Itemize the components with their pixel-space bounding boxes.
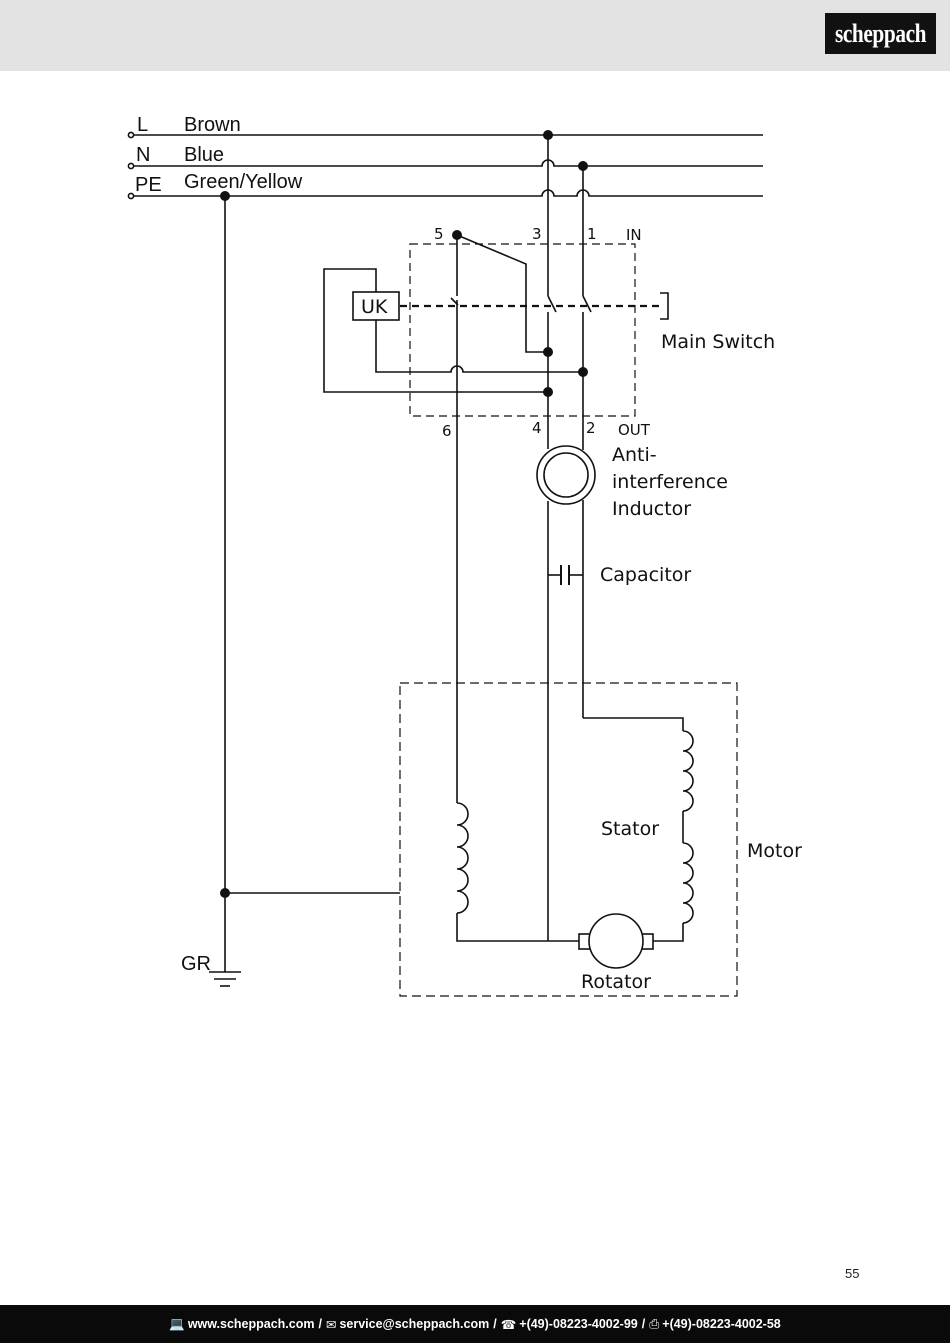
envelope-icon: ✉	[325, 1317, 337, 1332]
line-n-code: N	[136, 144, 150, 166]
switch-contact-1	[582, 295, 592, 450]
line-l-wire	[127, 131, 763, 139]
line-pe-wire	[127, 189, 763, 200]
in-label: IN	[626, 226, 642, 244]
capacitor-symbol	[548, 565, 583, 585]
terminal-6: 6	[442, 422, 452, 440]
ground-label: GR	[181, 953, 211, 975]
footer-separator: /	[318, 1317, 322, 1331]
rotator-symbol	[578, 913, 654, 969]
fax-icon: ⎙	[649, 1316, 660, 1331]
stator-label: Stator	[601, 818, 659, 840]
scheppach-logo: scheppach	[825, 13, 936, 54]
link-wire	[456, 234, 548, 353]
rotor-right-wire	[653, 923, 684, 942]
line-l-code: L	[137, 114, 148, 136]
line-l-color: Brown	[184, 114, 241, 136]
terminal-3: 3	[532, 225, 542, 243]
footer-separator: /	[493, 1317, 497, 1331]
terminal-2: 2	[586, 419, 596, 437]
inductor-label-line-1: Anti-	[612, 444, 657, 466]
line-pe-code: PE	[135, 174, 162, 196]
junction-dots	[220, 130, 588, 898]
footer-website-link[interactable]: www.scheppach.com	[187, 1317, 315, 1331]
line-pe-color: Green/Yellow	[184, 171, 303, 193]
left-winding	[456, 802, 469, 914]
switch-actuator	[660, 292, 669, 320]
telephone-icon: ☎	[500, 1317, 517, 1332]
page-number: 55	[845, 1266, 860, 1281]
motor-label: Motor	[747, 840, 802, 862]
stator-winding-top	[682, 730, 694, 812]
footer-separator: /	[641, 1317, 646, 1331]
rotor-left-wire	[456, 913, 579, 942]
inductor-label-line-3: Inductor	[612, 498, 691, 520]
footer-fax: +(49)-08223-4002-58	[662, 1317, 781, 1331]
stator-winding-bottom	[682, 842, 694, 924]
motor-box	[399, 682, 738, 997]
terminal-1: 1	[587, 225, 597, 243]
footer-bar: 💻 www.scheppach.com / ✉ service@scheppac…	[0, 1305, 950, 1343]
switch-contact-5	[450, 235, 459, 436]
line-n-color: Blue	[184, 144, 224, 166]
ground-symbol	[209, 971, 241, 987]
inductor-symbol	[536, 445, 596, 505]
capacitor-label: Capacitor	[600, 564, 691, 586]
switch-contact-3	[547, 295, 557, 436]
uk-loop-wire	[323, 268, 548, 393]
footer-phone: +(49)-08223-4002-99	[519, 1317, 638, 1331]
inductor-label-line-2: interference	[612, 471, 728, 493]
terminal-5: 5	[434, 225, 444, 243]
footer-email-link[interactable]: service@scheppach.com	[339, 1317, 490, 1331]
stator-top-wire	[583, 717, 684, 731]
uk-coil-wire	[375, 320, 583, 373]
rotator-label: Rotator	[581, 971, 651, 993]
out-label: OUT	[618, 421, 651, 439]
computer-icon: 💻	[169, 1316, 185, 1331]
main-switch-label: Main Switch	[661, 331, 775, 353]
terminal-4: 4	[532, 419, 542, 437]
header-band	[0, 0, 950, 71]
uk-label: UK	[361, 296, 388, 318]
main-switch-box	[409, 243, 636, 417]
